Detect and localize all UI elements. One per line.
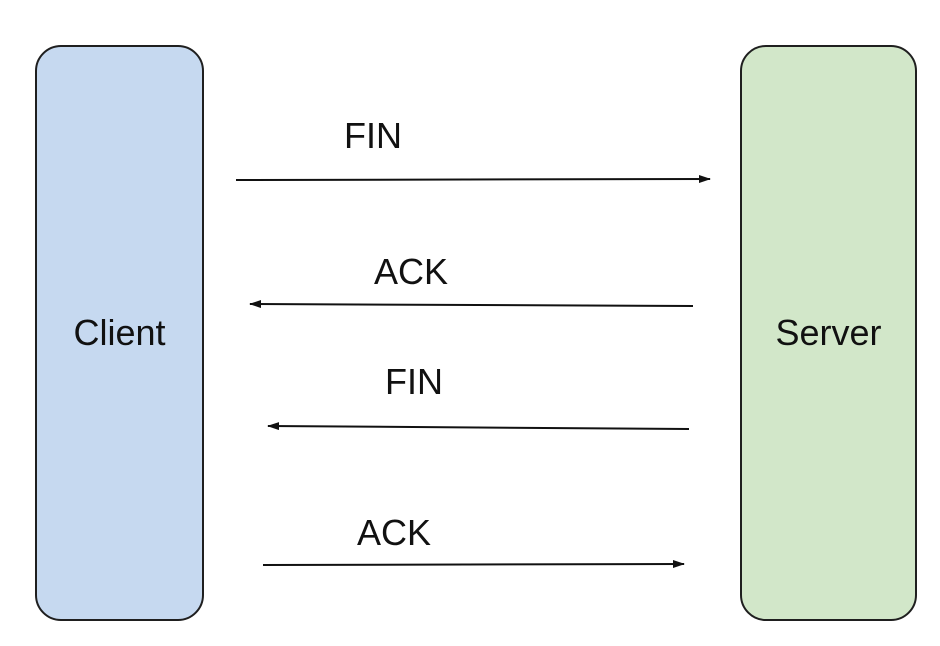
message-4-label: ACK (357, 512, 432, 553)
message-2-arrow (249, 300, 694, 309)
server-box: Server (740, 45, 917, 621)
message-2-label: ACK (374, 251, 449, 292)
message-1-arrow (235, 175, 711, 184)
server-label: Server (775, 312, 882, 353)
message-4-arrow (262, 560, 685, 569)
client-label: Client (73, 312, 166, 353)
client-box: Client (35, 45, 204, 621)
message-1-label: FIN (344, 115, 402, 156)
message-3-label: FIN (385, 361, 443, 402)
message-3-arrow (267, 422, 690, 431)
